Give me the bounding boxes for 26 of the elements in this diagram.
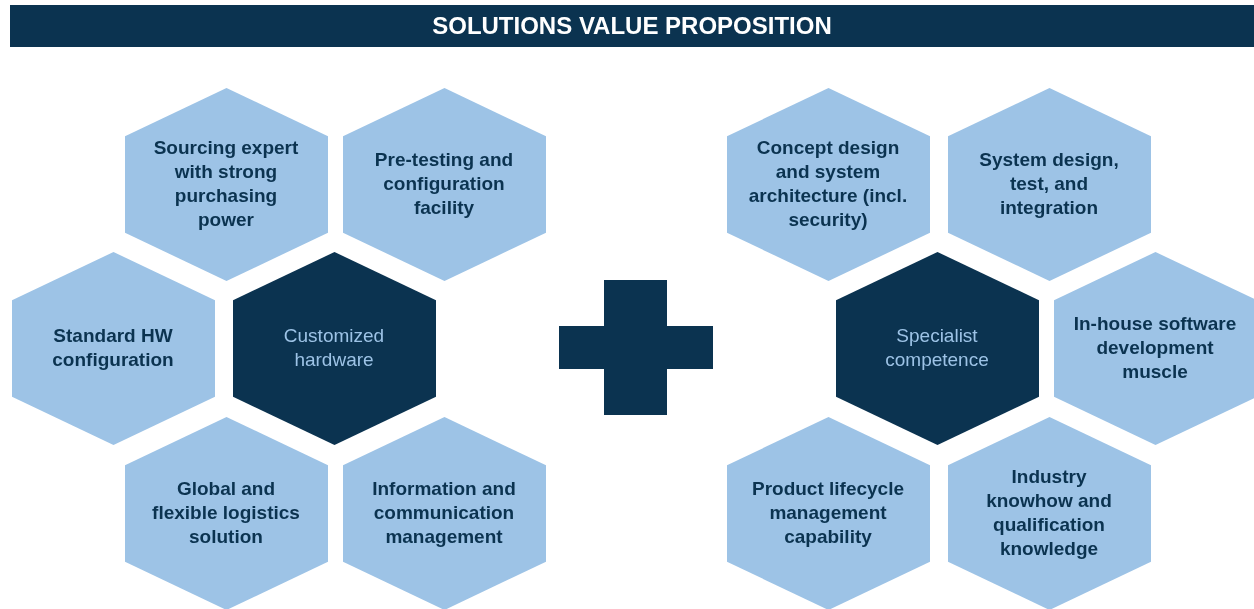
- hexagon-label: Information and communication management: [371, 477, 517, 549]
- hexagon-label: Global and flexible logistics solution: [151, 477, 301, 549]
- hexagon-label: Sourcing expert with strong purchasing power: [152, 136, 300, 232]
- hexagon-label: System design, test, and integration: [978, 148, 1120, 220]
- title-banner: SOLUTIONS VALUE PROPOSITION: [10, 5, 1254, 47]
- hexagon: [1053, 251, 1254, 445]
- hexagon: [124, 87, 328, 281]
- hexagon: [947, 416, 1151, 609]
- hexagon: [342, 416, 546, 609]
- hexagon-label: Product lifecycle management capability: [750, 477, 906, 549]
- hexagon: [124, 416, 328, 609]
- hexagon: [726, 87, 930, 281]
- hexagon-label: Specialist competence: [884, 324, 990, 372]
- hexagon: [342, 87, 546, 281]
- hexagon: [11, 251, 215, 445]
- hexagon-label: Standard HW configuration: [51, 324, 175, 372]
- plus-symbol: [559, 280, 713, 415]
- hexagon: [232, 251, 436, 445]
- hexagon-label: Customized hardware: [282, 324, 386, 372]
- hexagon-label: Concept design and system architecture (incl. security): [747, 136, 909, 232]
- hexagon: [947, 87, 1151, 281]
- hexagon: [726, 416, 930, 609]
- hexagon-label: In-house software development muscle: [1073, 312, 1237, 384]
- hexagon-label: Industry knowhow and qualification knowledge: [985, 465, 1113, 561]
- hexagon: [835, 251, 1039, 445]
- hexagon-label: Pre-testing and configuration facility: [373, 148, 515, 220]
